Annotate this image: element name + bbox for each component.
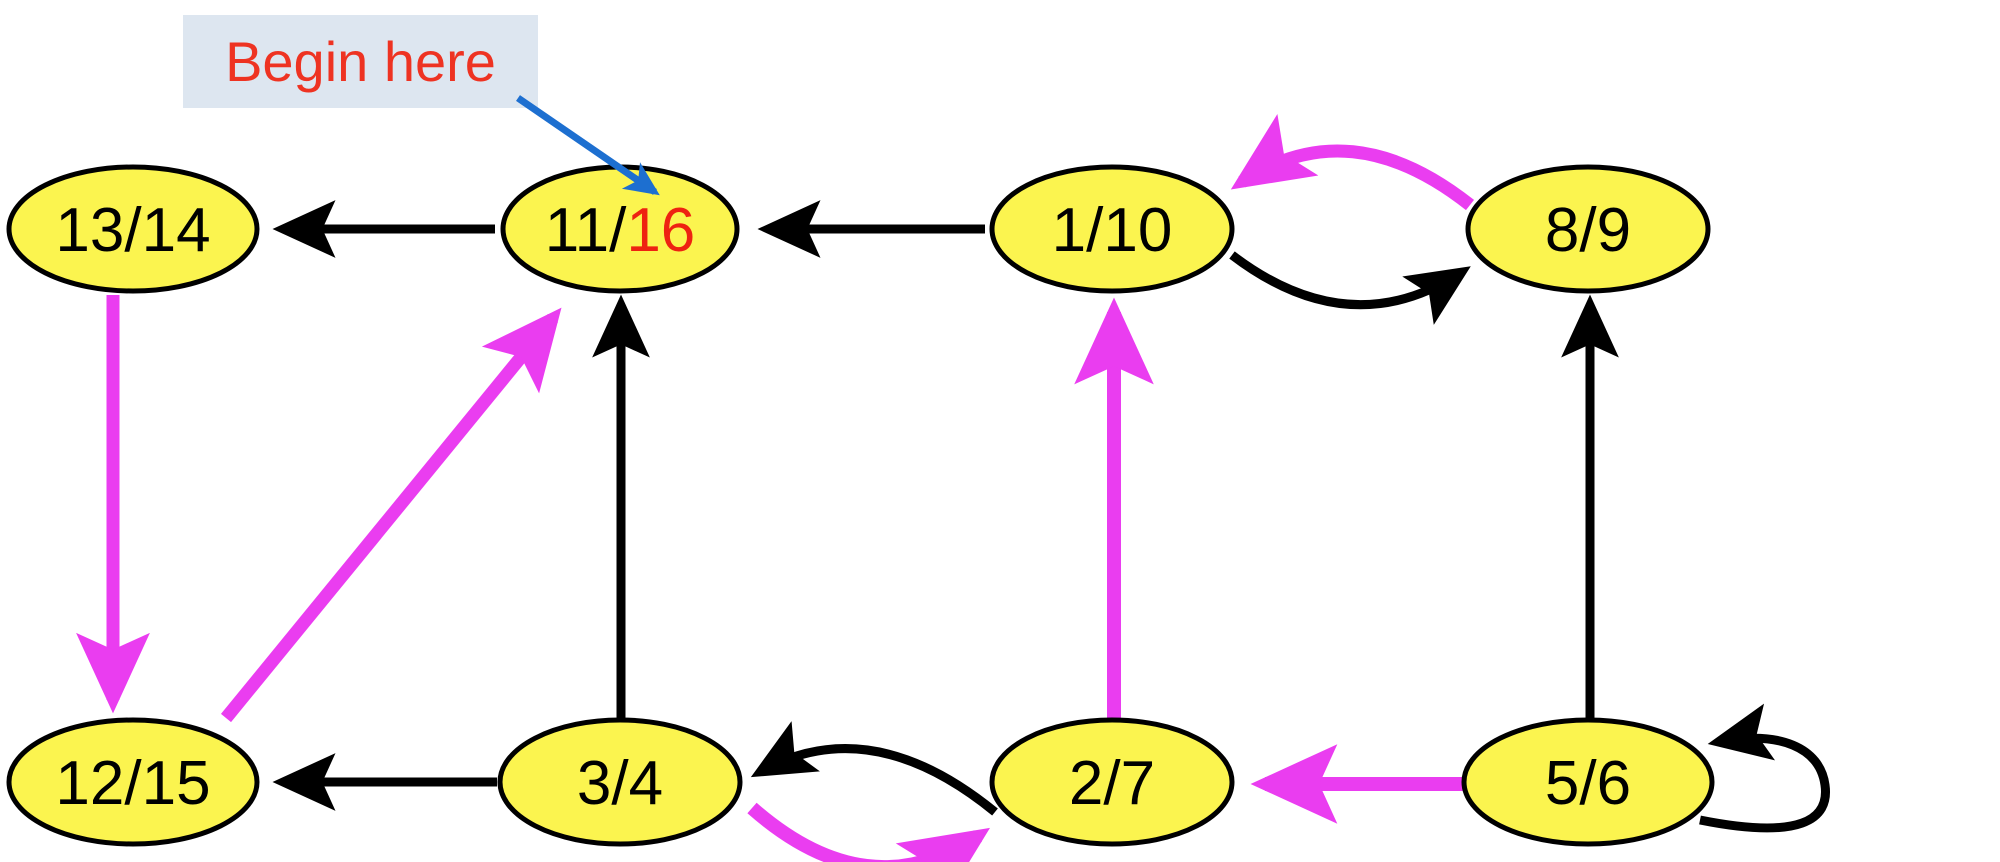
node-12-15[interactable]: 12/15	[6, 717, 260, 847]
node-ellipse[interactable]	[6, 717, 260, 847]
node-label-11-16: 11/16	[545, 196, 696, 265]
node-ellipse[interactable]	[497, 717, 743, 847]
edge-2-7-to-3-4	[750, 721, 998, 816]
edge-layer	[76, 114, 1831, 862]
node-1-10[interactable]: 1/10	[989, 164, 1235, 294]
begin-here-pointer-line	[516, 95, 660, 196]
node-3-4[interactable]: 3/4	[497, 717, 743, 847]
node-label-3-4: 3/4	[577, 749, 663, 818]
begin-here-callout: Begin here	[183, 15, 538, 108]
edge-1-10-to-8-9	[1229, 251, 1471, 325]
node-ellipse[interactable]	[1465, 164, 1711, 294]
node-ellipse[interactable]	[1461, 717, 1715, 847]
node-label-5-6: 5/6	[1545, 749, 1631, 818]
node-2-7[interactable]: 2/7	[989, 717, 1235, 847]
edge-5-6-self-loop	[1699, 703, 1831, 833]
edge-3-4-to-2-7	[747, 802, 991, 862]
node-label-discovery: 11/	[545, 196, 627, 265]
node-layer: 13/14 11/16 1/10 8/9 12/15	[6, 164, 1715, 847]
node-8-9[interactable]: 8/9	[1465, 164, 1711, 294]
node-ellipse[interactable]	[989, 164, 1235, 294]
begin-here-label: Begin here	[225, 30, 496, 93]
node-label-8-9: 8/9	[1545, 196, 1631, 265]
node-11-16[interactable]: 11/16	[500, 164, 740, 294]
node-label-finish: 16	[626, 196, 695, 265]
node-label-12-15: 12/15	[55, 749, 210, 818]
node-label-13-14: 13/14	[55, 196, 210, 265]
node-label-1-10: 1/10	[1052, 196, 1173, 265]
edge-8-9-to-1-10	[1230, 114, 1475, 211]
node-13-14[interactable]: 13/14	[6, 164, 260, 294]
edge-12-15-to-11-16	[220, 307, 562, 723]
node-5-6[interactable]: 5/6	[1461, 717, 1715, 847]
node-ellipse[interactable]	[989, 717, 1235, 847]
node-label-2-7: 2/7	[1069, 749, 1155, 818]
node-ellipse[interactable]	[6, 164, 260, 294]
